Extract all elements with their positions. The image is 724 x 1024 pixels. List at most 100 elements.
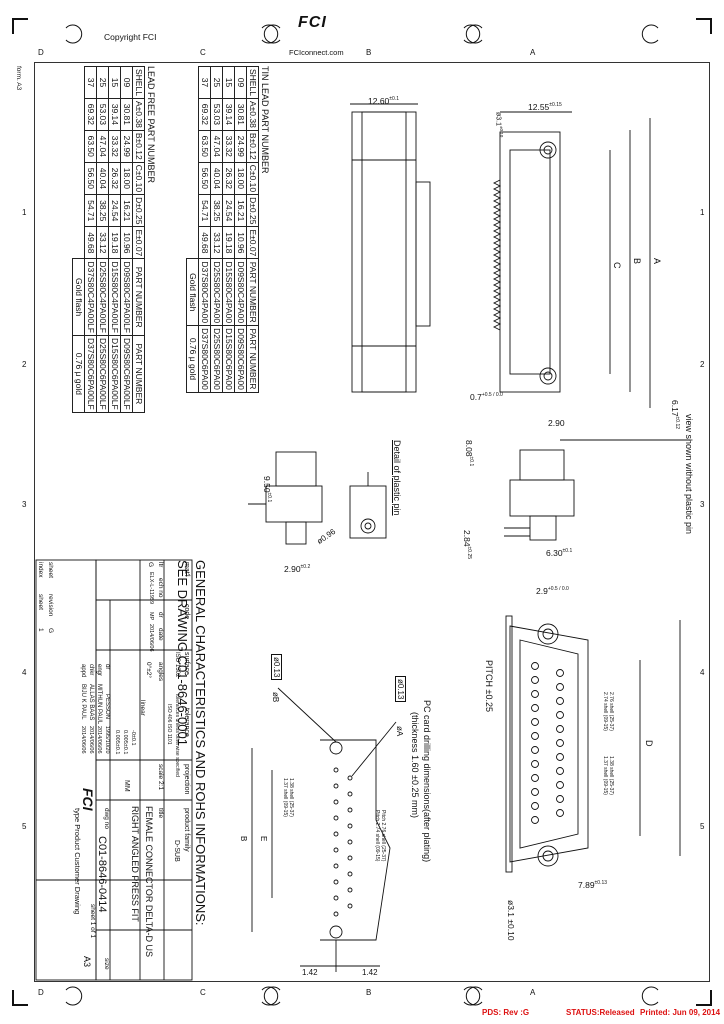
- dim-7-89: 7.89±0.13: [578, 880, 607, 890]
- dim-value: 2.84: [462, 530, 472, 547]
- shell-spacing-a: 2.76 shell (25-37): [608, 692, 614, 731]
- zone-bottom-a: A: [530, 988, 536, 997]
- title-block-sheet-value: 1: [37, 628, 44, 632]
- dim-tolerance: +0.5 / 0.0: [481, 392, 503, 399]
- tolerance-frame-b: ø0.13: [271, 654, 282, 681]
- dim-tolerance: ±0.1: [265, 492, 272, 503]
- title-block-ltr: ltr: [157, 562, 164, 568]
- dim-2-9: 2.9+0.5 / 0.0: [536, 586, 569, 596]
- dim-pitch: PITCH ±0.25: [484, 660, 494, 712]
- title-block-engr-date: 2014/06/06: [96, 726, 102, 754]
- title-block-date: date: [157, 628, 164, 641]
- zone-top-b: B: [366, 48, 372, 57]
- shell-spacing-d: 1.37 shell (09-15): [602, 756, 608, 795]
- title-block-rev-ecn: ELX-L-11959: [148, 572, 154, 605]
- dim-tolerance: ±0.1: [389, 96, 399, 103]
- zone-right-4: 4: [700, 668, 705, 677]
- dim-phi-b: øB: [271, 692, 280, 703]
- general-characteristics-note: GENERAL CHARACTERISTICS AND ROHS INFORMA…: [193, 560, 208, 926]
- detail-plastic-pin-label: Detail of plastic pin: [392, 440, 402, 516]
- zone-top-d: D: [38, 48, 44, 57]
- corner-mark-br: [696, 990, 712, 1006]
- title-block-linear: linear: [139, 700, 146, 716]
- pcb-hole-a: 1.38 shell (25-37): [288, 778, 294, 817]
- dim-e-bottom: E: [259, 836, 268, 842]
- drawing-frame: [34, 62, 710, 982]
- dim-2-84: 2.84±0.25: [462, 530, 472, 559]
- zone-left-2: 2: [22, 360, 27, 369]
- dim-6-17: 6.17±0.12: [670, 400, 680, 429]
- title-block-appd-date: 2014/06/06: [80, 726, 86, 754]
- title-block-product-family-value: D-SUB: [173, 840, 180, 862]
- title-block-appd-name: BIJU K PAUL: [80, 684, 86, 720]
- dim-tolerance: ±0.1: [562, 548, 573, 555]
- dim-6-30: 6.30±0.1: [546, 548, 572, 558]
- fci-logo: FCI: [298, 14, 327, 31]
- dim-value: ø3.1: [494, 112, 502, 127]
- corner-mark-bl: [12, 990, 28, 1006]
- title-block-title-1: FEMALE CONNECTOR DELTA-D US: [144, 806, 154, 958]
- dim-hole-top: ø3.1±0.10: [495, 112, 504, 137]
- title-block-chkr-date: 2014/06/06: [88, 726, 94, 754]
- corner-mark-tr: [696, 18, 712, 34]
- title-block-index-label: index: [37, 562, 44, 578]
- title-block-dwg-no-label: dwg no: [103, 808, 110, 829]
- title-block-title-2: RIGHT ANGLED PRESS FIT: [130, 806, 140, 922]
- dim-value: 8.08: [464, 440, 474, 457]
- website-label: FCIconnect.com: [289, 48, 344, 57]
- title-block-rev-dr: MP: [148, 612, 154, 621]
- zone-left-1: 1: [22, 208, 27, 217]
- zone-bottom-b: B: [366, 988, 372, 997]
- zone-right-3: 3: [700, 500, 705, 509]
- dim-value: 0.7: [470, 392, 482, 402]
- title-block-sheet-label: sheet: [47, 562, 54, 578]
- dim-8-08: 8.08±0.1: [464, 440, 474, 466]
- title-block-lin-tol-1: -0±0.1: [130, 730, 136, 746]
- dim-tolerance: ±0.25: [465, 546, 472, 560]
- dim-d-label: D: [644, 740, 654, 747]
- zone-right-5: 5: [700, 822, 705, 831]
- pcb-hole-b: 1.37 shell (09-15): [282, 778, 288, 817]
- title-block-rev-date: 2014/06/06: [148, 624, 154, 652]
- dim-tolerance: ±0.10: [506, 919, 516, 941]
- dim-b-label: B: [632, 258, 642, 265]
- title-block-size: A3: [82, 956, 92, 968]
- dim-hole-bottom: ø3.1 ±0.10: [506, 900, 516, 941]
- dim-2-90-bottom: 2.90±0.2: [284, 564, 310, 574]
- title-block-revision-value: G: [47, 628, 54, 634]
- title-block-rev-ltr: G: [147, 562, 154, 568]
- title-block-dr-date: 1995/10/20: [104, 726, 110, 754]
- footer-pds: PDS: Rev :G: [482, 1008, 530, 1017]
- title-block-dr-name: PESSON: [104, 694, 110, 720]
- zone-bottom-d: D: [38, 988, 44, 997]
- zone-top-a: A: [530, 48, 536, 57]
- dim-phi-a: øA: [395, 726, 404, 737]
- dim-value: 2.90: [284, 564, 301, 574]
- title-block-surface: surface: [183, 652, 190, 675]
- title-block-angles: angles: [157, 662, 164, 682]
- title-block-dwg-no: C01-8646-0414: [96, 836, 108, 913]
- footer-status: STATUS:Released: [566, 1008, 635, 1017]
- title-block-lin-tol-3: 0.005±0.1: [114, 730, 120, 755]
- dim-a-label: A: [652, 258, 662, 265]
- dim-value: 7.89: [578, 880, 595, 890]
- zone-left-5: 5: [22, 822, 27, 831]
- shell-spacing-c: 1.38 shell (25-37): [608, 756, 614, 795]
- pcb-pitch-b: Pitch 2.74 shell (09-15): [374, 810, 380, 862]
- title-block-scale: scale 2:1: [157, 764, 164, 791]
- dim-2-90-top: 2.90: [548, 418, 565, 428]
- dim-12-55: 12.55±0.15: [528, 102, 562, 112]
- dim-value: 12.55: [528, 102, 550, 112]
- title-block-ecn: ech no: [157, 578, 164, 598]
- dim-tolerance: ±0.2: [300, 564, 311, 571]
- title-block-sheet-info: sheet 1 of 1: [89, 904, 96, 938]
- dim-tolerance: ±0.12: [673, 416, 680, 430]
- title-block-size-label: size: [103, 958, 110, 970]
- footer-printed: Printed: Jun 09, 2014: [640, 1008, 721, 1017]
- dim-value: ø3.1: [506, 900, 516, 918]
- dim-tolerance: ±0.13: [594, 880, 608, 887]
- dim-0-7: 0.7+0.5 / 0.0: [470, 392, 503, 402]
- dim-1-42-right: 1.42: [362, 968, 378, 977]
